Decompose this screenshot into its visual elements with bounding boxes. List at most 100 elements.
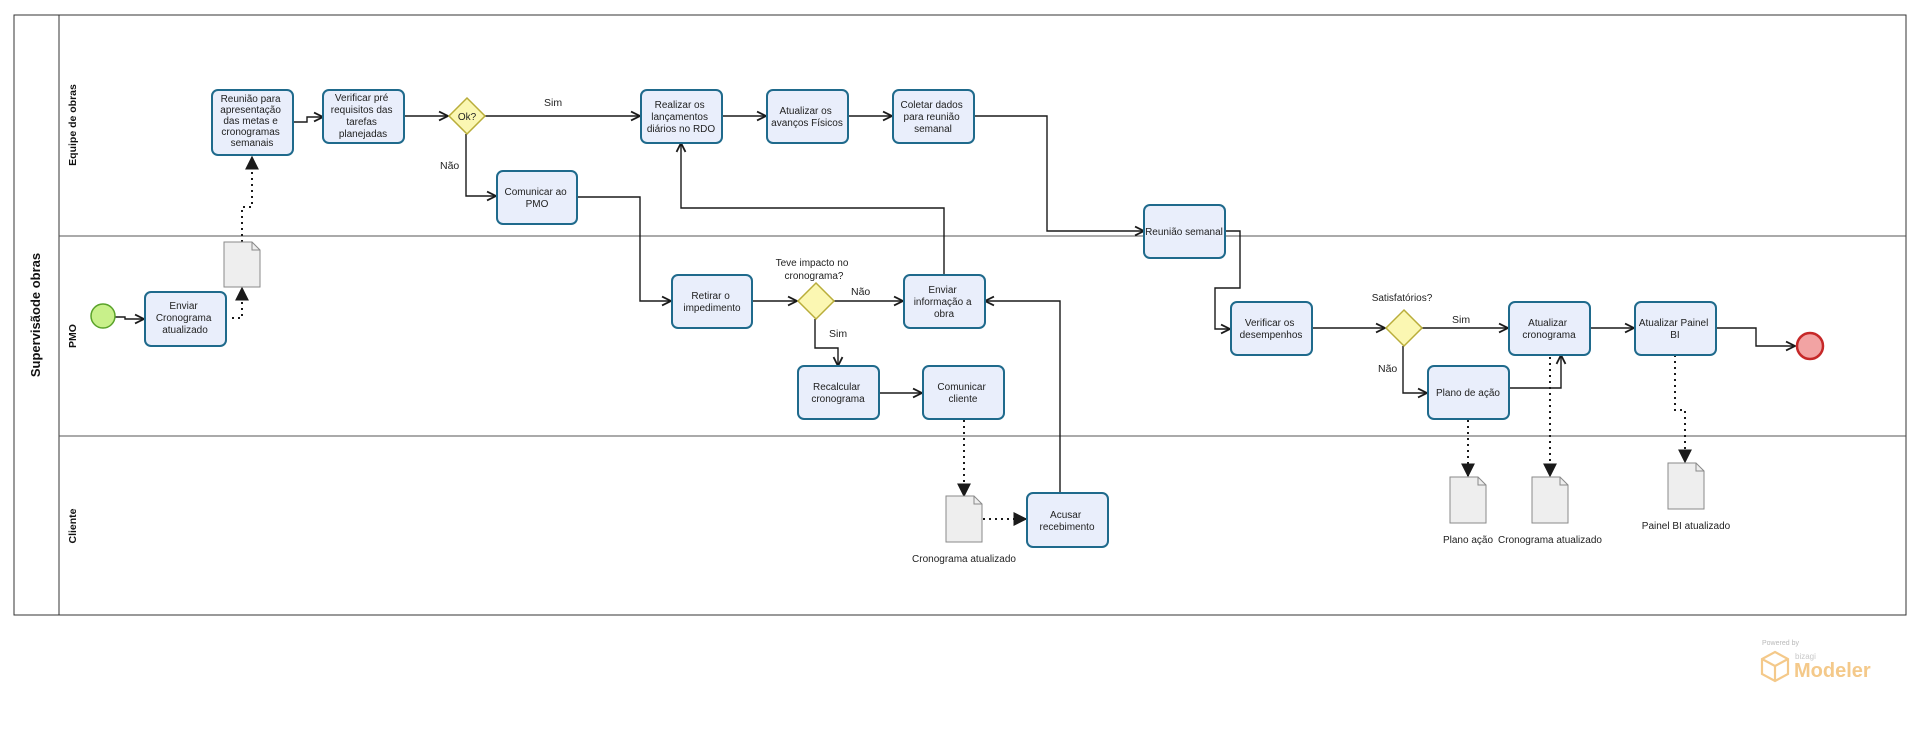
gateway-impacto[interactable]: Teve impacto no cronograma? xyxy=(776,258,849,321)
task-plano-acao[interactable]: Plano de ação xyxy=(1427,365,1510,420)
task-comunicar-pmo-box[interactable] xyxy=(496,170,578,225)
lanes: Equipe de obras PMO Cliente xyxy=(59,84,1906,544)
task-acusar-recebimento-box[interactable] xyxy=(1026,492,1109,548)
task-verificar-pre-requisitos-label: Verificar pré requisitos das tarefas pla… xyxy=(331,93,395,140)
watermark-powered-by: Powered by xyxy=(1762,640,1799,647)
task-enviar-cronograma[interactable]: Enviar Cronograma atualizado xyxy=(144,291,227,347)
task-coletar-dados-box[interactable] xyxy=(892,89,975,144)
gateway-ok-shape[interactable] xyxy=(447,96,487,136)
cube-logo-icon xyxy=(1760,650,1790,683)
task-atualizar-avancos-box[interactable] xyxy=(766,89,849,144)
task-enviar-informacao[interactable]: Enviar informação a obra xyxy=(903,274,986,329)
document-painel-label: Painel BI atualizado xyxy=(1642,521,1731,532)
task-retirar-impedimento-box[interactable] xyxy=(671,274,753,329)
pool-border xyxy=(13,14,1907,616)
document-cronograma[interactable]: Cronograma atualizado xyxy=(1498,476,1602,546)
task-verificar-desempenhos-box[interactable] xyxy=(1230,301,1313,356)
flow-impacto-recalcular xyxy=(814,319,838,366)
task-plano-acao-box[interactable] xyxy=(1427,365,1510,420)
task-recalcular-cronograma-box[interactable] xyxy=(797,365,880,420)
task-enviar-informacao-label: Enviar informação a obra xyxy=(914,285,975,320)
gateway-satisf-shape[interactable] xyxy=(1384,308,1424,348)
task-verificar-desempenhos[interactable]: Verificar os desempenhos xyxy=(1230,301,1313,356)
end-event[interactable] xyxy=(1795,331,1825,361)
document-icon[interactable] xyxy=(945,495,983,543)
task-recalcular-cronograma-label: Recalcular cronograma xyxy=(811,382,865,405)
task-enviar-informacao-box[interactable] xyxy=(903,274,986,329)
task-reuniao-semanal[interactable]: Reunião semanal xyxy=(1143,204,1226,259)
flows xyxy=(115,115,1795,526)
task-atualizar-cronograma[interactable]: Atualizar cronograma xyxy=(1508,301,1591,356)
flow-plano-atualizar xyxy=(1509,355,1561,389)
document-pmo[interactable] xyxy=(223,241,261,288)
task-comunicar-cliente-label: Comunicar cliente xyxy=(937,382,988,405)
gateway-ok[interactable]: Ok? xyxy=(447,96,487,136)
task-acusar-recebimento[interactable]: Acusar recebimento xyxy=(1026,492,1109,548)
document-plano-label: Plano ação xyxy=(1443,535,1493,546)
document-fold xyxy=(1477,477,1486,486)
flow-reuniao-verificar xyxy=(294,117,323,123)
task-coletar-dados[interactable]: Coletar dados para reunião semanal xyxy=(892,89,975,144)
task-comunicar-pmo[interactable]: Comunicar ao PMO xyxy=(496,170,578,225)
document-plano[interactable]: Plano ação xyxy=(1443,476,1493,546)
document-cliente-label: Cronograma atualizado xyxy=(912,554,1016,565)
flow-coletar-reuniao xyxy=(974,115,1144,231)
task-reuniao-semanal-label: Reunião semanal xyxy=(1145,227,1223,238)
task-recalcular-cronograma[interactable]: Recalcular cronograma xyxy=(797,365,880,420)
document-icon[interactable] xyxy=(1531,476,1569,524)
task-atualizar-cronograma-box[interactable] xyxy=(1508,301,1591,356)
document-fold xyxy=(1559,477,1568,486)
flow-enviar-realizar xyxy=(681,143,945,274)
watermark-brand: bizagi xyxy=(1795,652,1816,661)
edge-label-satisf-nao: Não xyxy=(1378,363,1397,375)
lane-label-pmo: PMO xyxy=(67,324,79,348)
task-comunicar-pmo-label: Comunicar ao PMO xyxy=(504,187,569,210)
document-cliente[interactable]: Cronograma atualizado xyxy=(912,495,1016,565)
document-icon[interactable] xyxy=(1667,462,1705,510)
task-reuniao-semanal-box[interactable] xyxy=(1143,204,1226,259)
task-realizar-rdo-label: Realizar os lançamentos diários no RDO xyxy=(647,100,716,135)
flow-satisf-plano xyxy=(1402,346,1427,393)
task-realizar-rdo[interactable]: Realizar os lançamentos diários no RDO xyxy=(640,89,723,144)
task-verificar-pre-requisitos[interactable]: Verificar pré requisitos das tarefas pla… xyxy=(322,89,405,144)
document-icon[interactable] xyxy=(223,241,261,288)
task-atualizar-painel[interactable]: Atualizar Painel BI xyxy=(1634,301,1717,356)
edge-label-impacto-sim: Sim xyxy=(829,328,847,340)
flow-reuniao-verificar-desemp xyxy=(1214,230,1241,329)
document-cronograma-label: Cronograma atualizado xyxy=(1498,535,1602,546)
task-retirar-impedimento[interactable]: Retirar o impedimento xyxy=(671,274,753,329)
events xyxy=(90,303,1825,361)
task-atualizar-avancos[interactable]: Atualizar os avanços Físicos xyxy=(766,89,849,144)
task-reuniao-apresentacao-label: Reunião para apresentação das metas e cr… xyxy=(220,94,283,149)
assoc-doc-reuniao xyxy=(241,155,259,242)
task-atualizar-avancos-label: Atualizar os avanços Físicos xyxy=(771,106,843,129)
document-fold xyxy=(251,242,260,251)
edge-label-satisf-sim: Sim xyxy=(1452,314,1470,326)
document-painel[interactable]: Painel BI atualizado xyxy=(1642,462,1731,532)
task-comunicar-cliente-box[interactable] xyxy=(922,365,1005,420)
document-icon[interactable] xyxy=(1449,476,1487,524)
assoc-enviar-doc xyxy=(232,286,249,319)
task-reuniao-apresentacao-box[interactable] xyxy=(211,89,294,156)
edge-label-ok-sim: Sim xyxy=(544,97,562,109)
start-event[interactable] xyxy=(90,303,116,329)
task-verificar-pre-requisitos-box[interactable] xyxy=(322,89,405,144)
gateway-satisf[interactable]: Satisfatórios? xyxy=(1372,293,1433,348)
gateway-impacto-shape[interactable] xyxy=(796,281,836,321)
lane-label-equipe: Equipe de obras xyxy=(67,84,79,166)
task-enviar-cronograma-box[interactable] xyxy=(144,291,227,347)
task-comunicar-cliente[interactable]: Comunicar cliente xyxy=(922,365,1005,420)
gateway-impacto-label-line-2: cronograma? xyxy=(785,271,844,282)
task-atualizar-painel-box[interactable] xyxy=(1634,301,1717,356)
task-atualizar-painel-label: Atualizar Painel BI xyxy=(1639,318,1711,341)
task-reuniao-apresentacao[interactable]: Reunião para apresentação das metas e cr… xyxy=(211,89,294,156)
flow-start-enviar xyxy=(115,317,144,319)
document-fold xyxy=(1695,463,1704,472)
task-coletar-dados-label: Coletar dados para reunião semanal xyxy=(900,100,965,135)
lane-label-cliente: Cliente xyxy=(67,508,79,543)
flow-acusar-enviar xyxy=(985,301,1061,493)
gateway-impacto-label-line-1: Teve impacto no xyxy=(776,258,849,269)
task-realizar-rdo-box[interactable] xyxy=(640,89,723,144)
assoc-painel-doc xyxy=(1674,355,1692,464)
